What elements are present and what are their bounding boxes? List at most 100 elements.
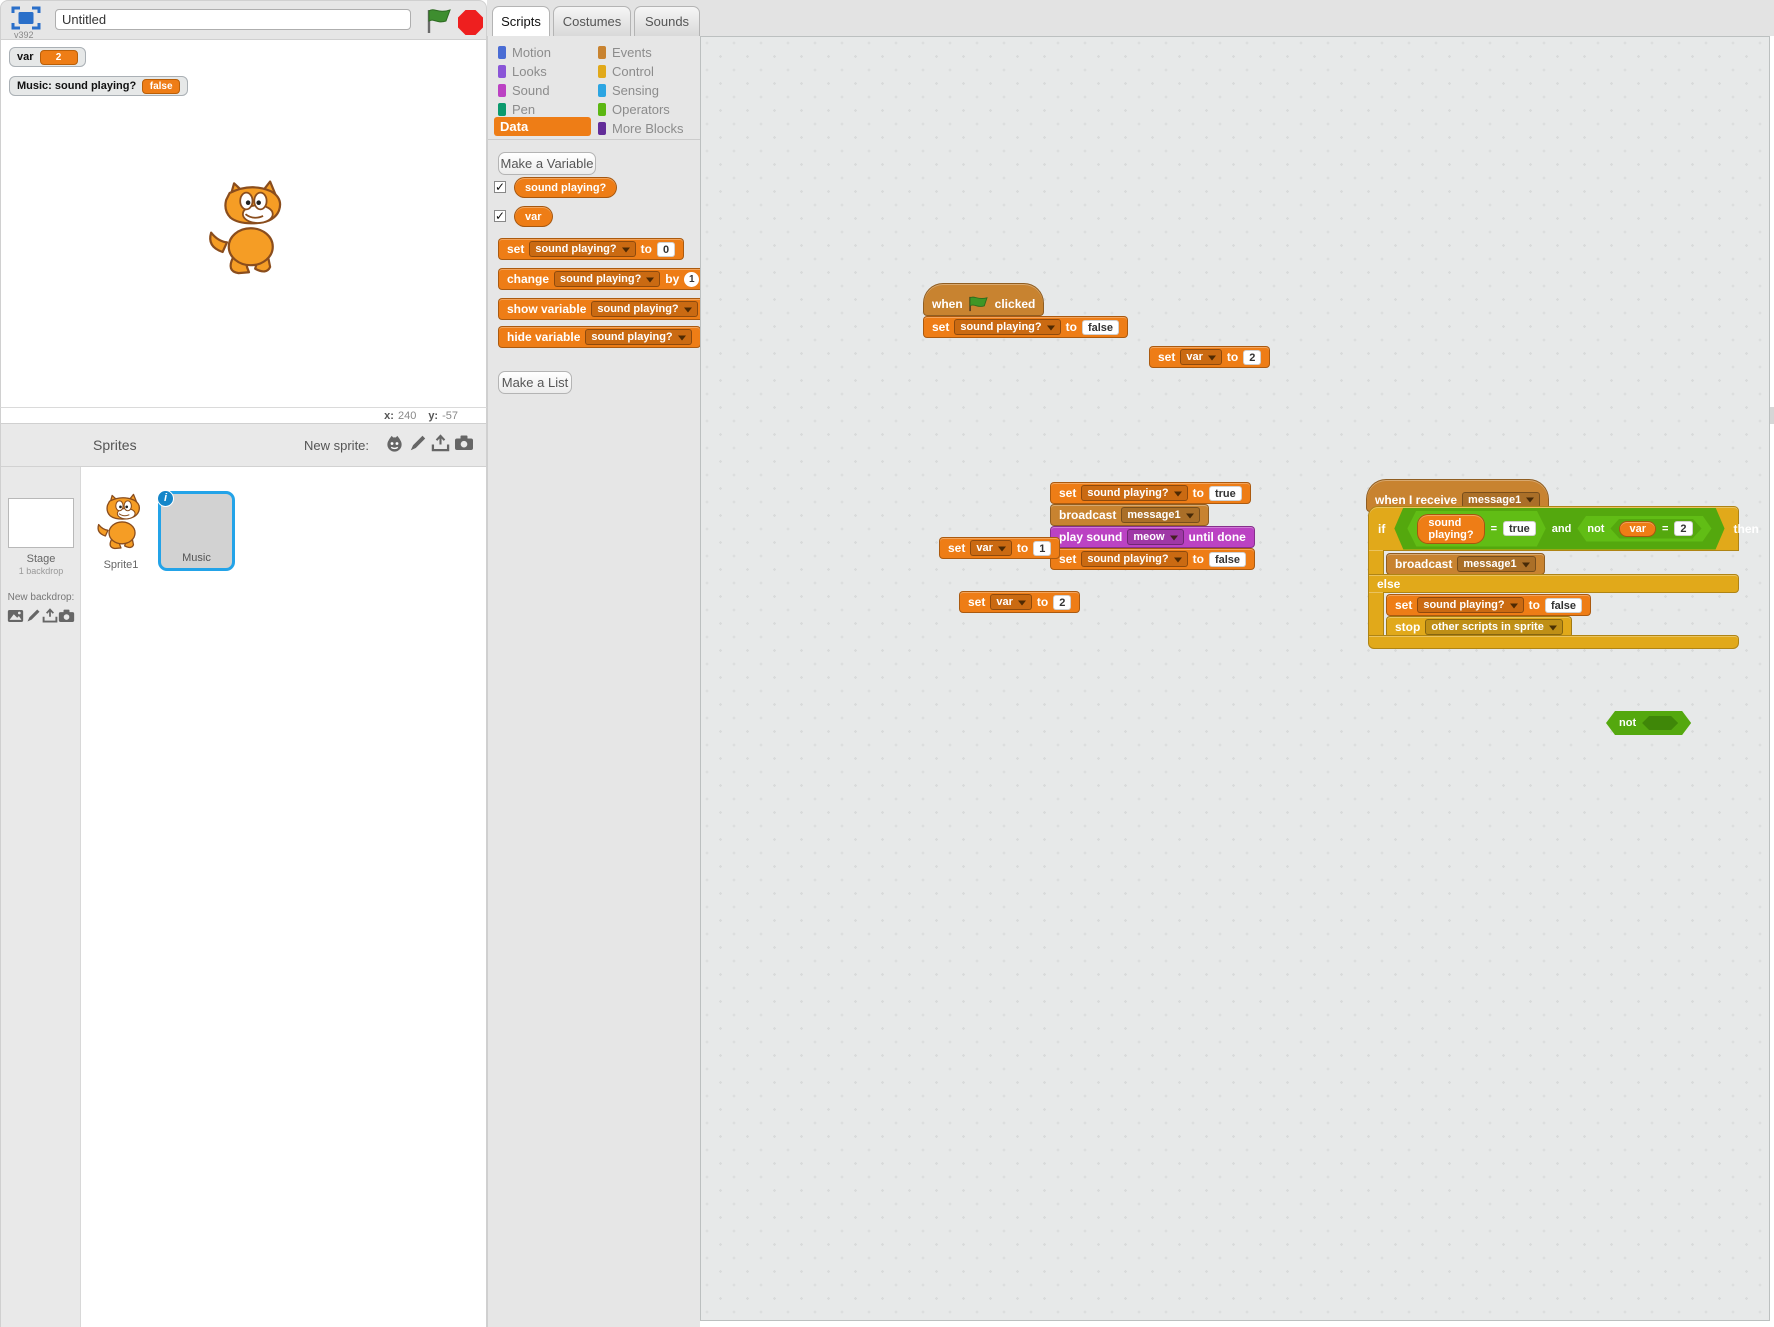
watcher-checkbox-sound-playing[interactable]: ✓ — [494, 180, 506, 194]
category-motion[interactable]: Motion — [498, 44, 551, 61]
set-sound-playing-false-block[interactable]: set sound playing? to false — [1386, 594, 1592, 616]
stop-button[interactable] — [458, 10, 483, 35]
empty-boolean-slot[interactable] — [1642, 716, 1678, 730]
category-pen[interactable]: Pen — [498, 101, 535, 118]
scripts-canvas[interactable]: when clicked set sound playing? to false… — [700, 36, 1770, 1321]
dropdown-arrow-icon — [1169, 535, 1178, 544]
broadcast-message1-block[interactable]: broadcast message1 — [1386, 553, 1545, 575]
backdrop-library-icon[interactable] — [7, 607, 24, 624]
set-var-1-block[interactable]: set var to 1 — [939, 537, 1061, 559]
value-input[interactable]: false — [1544, 597, 1583, 613]
dropdown-value: sound playing? — [535, 243, 617, 255]
category-sound[interactable]: Sound — [498, 82, 550, 99]
paint-backdrop-icon[interactable] — [25, 607, 42, 624]
category-operators-label: Operators — [612, 102, 670, 117]
when-flag-clicked-hat-block[interactable]: when clicked — [923, 283, 1045, 316]
stop-other-scripts-block[interactable]: stop other scripts in sprite — [1386, 616, 1572, 638]
variable-dropdown[interactable]: sound playing? — [954, 319, 1061, 335]
variable-watcher-music-sound-playing[interactable]: Music: sound playing? false — [9, 76, 189, 96]
value-input[interactable]: true — [1503, 521, 1536, 536]
upload-sprite-icon[interactable] — [429, 432, 451, 454]
variable-dropdown[interactable]: var — [970, 540, 1012, 556]
equals-operator-hex[interactable]: var = 2 — [1610, 519, 1701, 539]
value-input[interactable]: 2 — [1243, 349, 1262, 365]
if-header[interactable]: if sound playing? = true and not var — [1368, 506, 1759, 551]
message-dropdown[interactable]: message1 — [1457, 556, 1536, 572]
var-reporter[interactable]: var — [1619, 521, 1656, 537]
camera-backdrop-icon[interactable] — [58, 607, 75, 624]
broadcast-message1-block[interactable]: broadcast message1 — [1050, 504, 1209, 526]
sound-dropdown[interactable]: meow — [1127, 529, 1184, 545]
variable-dropdown[interactable]: var — [1180, 349, 1222, 365]
cat-sprite-on-stage[interactable] — [205, 175, 293, 285]
reporter-label: sound playing? — [1428, 516, 1474, 541]
category-control[interactable]: Control — [598, 63, 654, 80]
block-word: to — [1016, 541, 1029, 555]
set-sound-playing-false-block[interactable]: set sound playing? to false — [1050, 548, 1256, 570]
value-input[interactable]: true — [1208, 485, 1242, 501]
sprite-info-icon[interactable]: i — [157, 490, 174, 507]
category-more-blocks-label: More Blocks — [612, 121, 684, 136]
category-events[interactable]: Events — [598, 44, 652, 61]
variable-dropdown[interactable]: sound playing? — [554, 271, 661, 287]
make-list-button[interactable]: Make a List — [498, 371, 572, 394]
variable-dropdown[interactable]: sound playing? — [591, 301, 698, 317]
paint-new-sprite-icon[interactable] — [407, 432, 429, 454]
variable-dropdown[interactable]: sound playing? — [529, 241, 636, 257]
variable-dropdown[interactable]: sound playing? — [1081, 485, 1188, 501]
category-sensing[interactable]: Sensing — [598, 82, 659, 99]
watcher-checkbox-var[interactable]: ✓ — [494, 209, 506, 223]
palette-change-variable-block[interactable]: change sound playing? by 1 — [498, 268, 709, 290]
tab-scripts[interactable]: Scripts — [492, 6, 550, 36]
value-input[interactable]: 1 — [684, 271, 700, 287]
project-title-input[interactable] — [55, 9, 411, 30]
if-else-block[interactable]: if sound playing? = true and not var — [1368, 506, 1759, 649]
variable-dropdown[interactable]: var — [990, 594, 1032, 610]
stop-option-dropdown[interactable]: other scripts in sprite — [1425, 619, 1563, 635]
equals-operator-hex[interactable]: sound playing? = true — [1407, 511, 1545, 547]
play-sound-until-done-block[interactable]: play sound meow until done — [1050, 526, 1255, 548]
category-looks[interactable]: Looks — [498, 63, 547, 80]
fullscreen-icon[interactable] — [11, 5, 41, 31]
category-data-selected[interactable]: Data — [494, 117, 591, 136]
value-input[interactable]: 2 — [1053, 594, 1072, 610]
sound-playing-reporter[interactable]: sound playing? — [1417, 514, 1484, 544]
new-sprite-library-icon[interactable] — [383, 432, 405, 454]
message-dropdown[interactable]: message1 — [1121, 507, 1200, 523]
block-word: stop — [1395, 620, 1421, 634]
not-operator-block[interactable]: not — [1606, 711, 1691, 735]
sprite-thumbnail-sprite1[interactable]: Sprite1 — [89, 493, 153, 579]
tab-sounds[interactable]: Sounds — [634, 6, 700, 36]
set-sound-playing-true-block[interactable]: set sound playing? to true — [1050, 482, 1251, 504]
set-sound-playing-false-block[interactable]: set sound playing? to false — [923, 316, 1129, 338]
variable-dropdown[interactable]: sound playing? — [1081, 551, 1188, 567]
and-operator-hex[interactable]: sound playing? = true and not var = 2 — [1394, 508, 1724, 550]
value-input[interactable]: 1 — [1033, 540, 1052, 556]
palette-reporter-sound-playing[interactable]: sound playing? — [514, 177, 618, 198]
green-flag-button[interactable] — [425, 7, 453, 35]
upload-backdrop-icon[interactable] — [41, 607, 58, 624]
palette-hide-variable-block[interactable]: hide variable sound playing? — [498, 326, 701, 348]
value-input[interactable]: 2 — [1674, 521, 1692, 536]
make-list-label: Make a List — [501, 375, 569, 390]
palette-reporter-var[interactable]: var — [514, 206, 553, 227]
stage-thumbnail[interactable] — [8, 498, 74, 548]
value-input[interactable]: 0 — [656, 241, 676, 257]
category-sound-label: Sound — [512, 83, 550, 98]
palette-show-variable-block[interactable]: show variable sound playing? — [498, 298, 707, 320]
make-variable-button[interactable]: Make a Variable — [498, 152, 596, 175]
variable-dropdown[interactable]: sound playing? — [585, 329, 692, 345]
camera-sprite-icon[interactable] — [453, 432, 475, 454]
category-more-blocks[interactable]: More Blocks — [598, 120, 684, 137]
variable-watcher-var[interactable]: var 2 — [9, 47, 86, 67]
value-input[interactable]: false — [1208, 551, 1247, 567]
category-operators[interactable]: Operators — [598, 101, 670, 118]
set-var-2-block[interactable]: set var to 2 — [1149, 346, 1271, 368]
value-input[interactable]: false — [1081, 319, 1120, 335]
tab-costumes[interactable]: Costumes — [553, 6, 631, 36]
palette-set-variable-block[interactable]: set sound playing? to 0 — [498, 238, 685, 260]
set-var-2-block[interactable]: set var to 2 — [959, 591, 1081, 613]
variable-dropdown[interactable]: sound playing? — [1417, 597, 1524, 613]
not-operator-hex[interactable]: not var = 2 — [1577, 516, 1711, 542]
sprite-thumbnail-music-selected[interactable]: i Music — [157, 490, 235, 571]
